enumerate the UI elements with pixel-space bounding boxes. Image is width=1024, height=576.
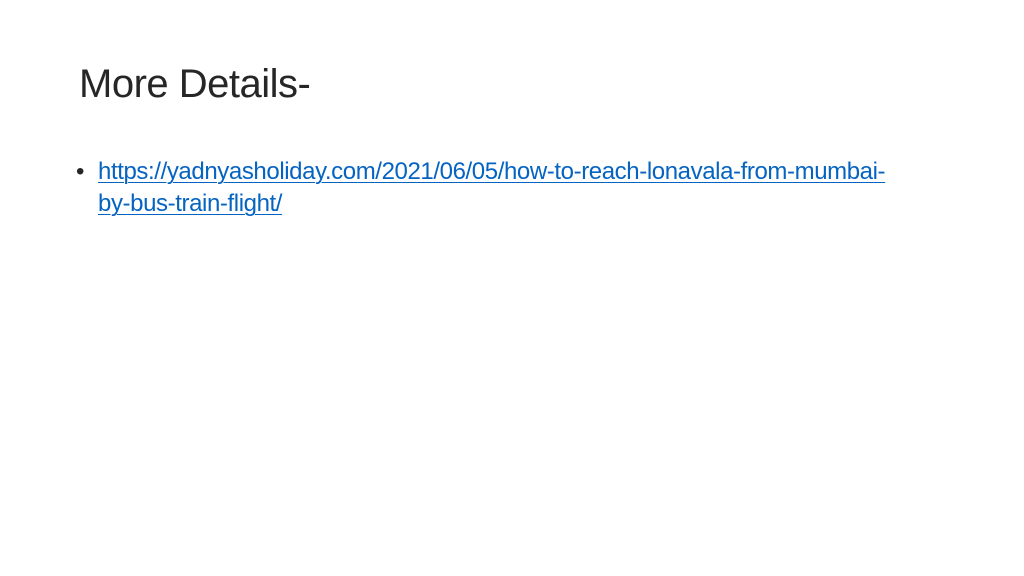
slide-title: More Details- [79,62,311,106]
bullet-list: • https://yadnyasholiday.com/2021/06/05/… [76,156,896,220]
details-link[interactable]: https://yadnyasholiday.com/2021/06/05/ho… [98,158,886,217]
bullet-dot-icon: • [76,158,85,185]
list-item: • https://yadnyasholiday.com/2021/06/05/… [76,156,896,220]
